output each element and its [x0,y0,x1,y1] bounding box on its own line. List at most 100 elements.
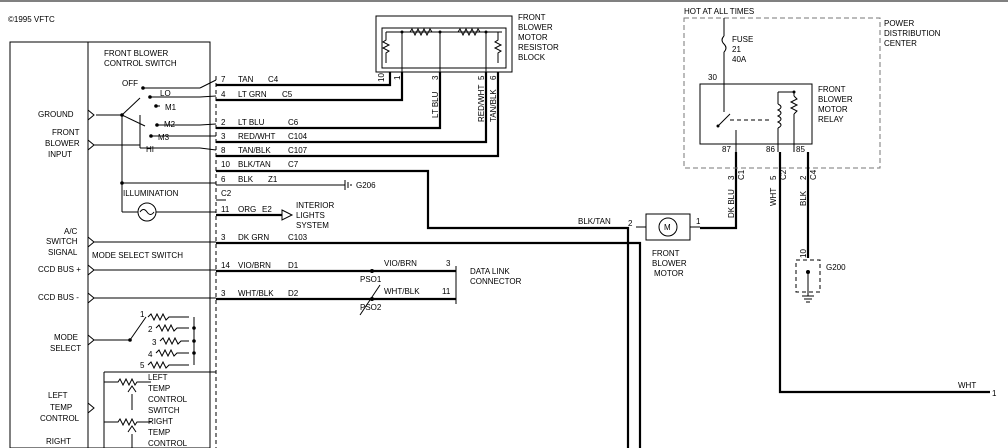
wire-labels: 7 TAN C4 4 LT GRN C5 2 LT BLU C6 3 RED/W… [221,75,308,298]
front-blower-motor-resistor-block: FRONT BLOWER MOTOR RESISTOR BLOCK 10 1 3… [375,13,559,122]
svg-text:2: 2 [628,219,633,228]
svg-text:D1: D1 [288,261,299,270]
svg-text:BLOWER: BLOWER [518,23,553,32]
svg-text:DK GRN: DK GRN [238,233,269,242]
svg-text:PSO1: PSO1 [360,275,382,284]
svg-text:C4: C4 [268,75,279,84]
svg-text:11: 11 [442,287,451,296]
label-ccd-minus: CCD BUS - [38,293,79,302]
svg-text:WHT: WHT [958,381,976,390]
label-ac-2: SWITCH [46,237,78,246]
svg-text:RED/WHT: RED/WHT [238,132,275,141]
label-ac-1: A/C [64,227,78,236]
svg-text:BLOWER: BLOWER [652,259,687,268]
svg-text:C103: C103 [288,233,308,242]
svg-text:E2: E2 [262,205,272,214]
svg-text:LT GRN: LT GRN [238,90,267,99]
svg-text:LEFT: LEFT [148,373,168,382]
svg-text:3: 3 [221,132,226,141]
front-blower-control-switch: FRONT BLOWER CONTROL SWITCH OFF LO M1 M2… [9,41,217,448]
svg-text:86: 86 [766,145,775,154]
pos-hi: HI [146,145,154,154]
svg-text:WHT/BLK: WHT/BLK [238,289,274,298]
svg-text:LT BLU: LT BLU [431,91,440,118]
data-link-connector: VIO/BRN WHT/BLK 3 11 PSO1 PSO2 DATA LINK… [359,259,522,316]
wht-exit: WHT 1 [958,381,997,398]
svg-text:C1: C1 [737,169,746,180]
svg-text:D2: D2 [288,289,299,298]
svg-text:1: 1 [696,217,701,226]
svg-text:4: 4 [148,350,153,359]
copyright-text: ©1995 VFTC [8,15,55,24]
svg-text:10: 10 [377,73,386,82]
svg-text:RED/WHT: RED/WHT [477,85,486,122]
switch-title-2: CONTROL SWITCH [104,59,177,68]
svg-text:10: 10 [221,160,230,169]
svg-text:BLK: BLK [238,175,254,184]
svg-text:HOT AT ALL TIMES: HOT AT ALL TIMES [684,7,754,16]
svg-text:TAN: TAN [238,75,254,84]
svg-text:DISTRIBUTION: DISTRIBUTION [884,29,941,38]
svg-text:CONTROL: CONTROL [148,395,188,404]
svg-text:11: 11 [221,205,230,214]
svg-text:PSO2: PSO2 [360,303,382,312]
label-left-temp-2: TEMP [50,403,72,412]
svg-text:FUSE: FUSE [732,35,753,44]
svg-text:3: 3 [727,175,736,180]
label-left-temp-1: LEFT [48,391,68,400]
pos-m3: M3 [158,133,170,142]
svg-text:BLOWER: BLOWER [818,95,853,104]
svg-text:CENTER: CENTER [884,39,917,48]
ground-g206: G206 [340,180,376,190]
svg-text:VIO/BRN: VIO/BRN [238,261,271,270]
svg-text:30: 30 [708,73,717,82]
svg-text:CONTROL: CONTROL [148,439,188,448]
svg-text:C107: C107 [288,146,308,155]
g206-label: G206 [356,181,376,190]
svg-text:INTERIOR: INTERIOR [296,201,334,210]
svg-text:TEMP: TEMP [148,428,170,437]
svg-text:TAN/BLK: TAN/BLK [238,146,271,155]
svg-text:2: 2 [799,175,808,180]
svg-text:2: 2 [221,118,226,127]
label-front-blower-3: INPUT [48,150,72,159]
svg-text:BLOCK: BLOCK [518,53,546,62]
front-blower-motor: BLK/TAN 2 1 M FRONT BLOWER MOTOR [578,152,738,278]
svg-text:C6: C6 [288,118,299,127]
svg-text:3: 3 [221,289,226,298]
svg-text:MOTOR: MOTOR [654,269,684,278]
svg-text:4: 4 [221,90,226,99]
label-mode-1: MODE [54,333,78,342]
svg-text:3: 3 [446,259,451,268]
pos-off: OFF [122,79,138,88]
svg-text:6: 6 [489,75,498,80]
svg-text:1: 1 [992,389,997,398]
label-left-temp-3: CONTROL [40,414,80,423]
svg-text:1: 1 [140,310,145,319]
svg-text:C104: C104 [288,132,308,141]
svg-text:TEMP: TEMP [148,384,170,393]
svg-text:10: 10 [799,249,808,258]
svg-text:1: 1 [393,75,402,80]
power-distribution-center: HOT AT ALL TIMES POWER DISTRIBUTION CENT… [683,7,941,169]
svg-text:C2: C2 [221,189,232,198]
label-front-blower-2: BLOWER [45,139,80,148]
svg-text:WHT: WHT [769,188,778,206]
svg-text:7: 7 [221,75,226,84]
svg-text:TAN/BLK: TAN/BLK [489,89,498,122]
svg-text:5: 5 [477,75,486,80]
svg-text:WHT/BLK: WHT/BLK [384,287,420,296]
svg-text:C5: C5 [282,90,293,99]
svg-text:MOTOR: MOTOR [518,33,548,42]
label-ground: GROUND [38,110,74,119]
svg-text:SYSTEM: SYSTEM [296,221,329,230]
interior-lights: INTERIOR LIGHTS SYSTEM [296,201,334,230]
label-front-blower-1: FRONT [52,128,80,137]
label-ac-3: SIGNAL [48,248,78,257]
svg-text:14: 14 [221,261,230,270]
svg-text:LIGHTS: LIGHTS [296,211,325,220]
illumination-label: ILLUMINATION [123,189,179,198]
relay-outputs: 3 C1 DK BLU 5 C2 WHT 2 C4 BLK [727,152,990,394]
svg-text:RESISTOR: RESISTOR [518,43,559,52]
